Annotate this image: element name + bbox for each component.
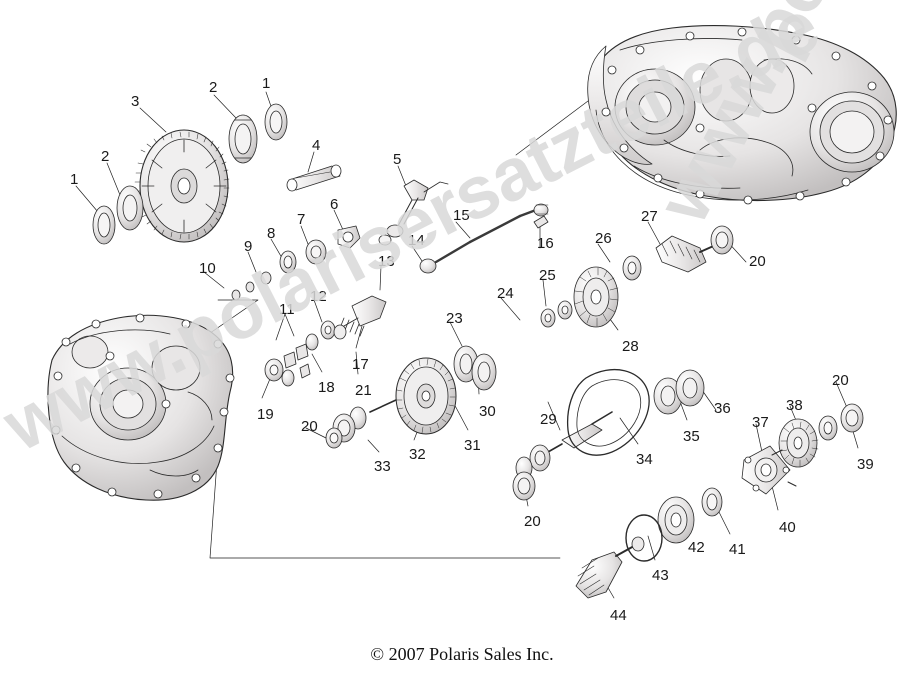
callout-35: 35	[683, 428, 700, 445]
callout-41: 41	[729, 541, 746, 558]
callout-15: 15	[453, 207, 470, 224]
copyright-notice: © 2007 Polaris Sales Inc.	[370, 644, 554, 664]
callout-9: 9	[244, 238, 253, 255]
callout-13: 13	[378, 253, 395, 270]
callout-3: 3	[131, 93, 140, 110]
callout-7: 7	[297, 211, 306, 228]
callout-2-top: 2	[209, 79, 218, 96]
callout-44: 44	[610, 607, 627, 624]
callout-20-right: 20	[749, 253, 766, 270]
callout-20-left: 20	[301, 418, 318, 435]
callout-16: 16	[537, 235, 554, 252]
callout-31: 31	[464, 437, 481, 454]
callout-30: 30	[479, 403, 496, 420]
callout-28: 28	[622, 338, 639, 355]
callout-32: 32	[409, 446, 426, 463]
callout-43: 43	[652, 567, 669, 584]
callout-33: 33	[374, 458, 391, 475]
callout-14: 14	[408, 232, 425, 249]
callout-37: 37	[752, 414, 769, 431]
callout-38: 38	[786, 397, 803, 414]
callout-2-left: 2	[101, 148, 110, 165]
callout-25: 25	[539, 267, 556, 284]
callout-24: 24	[497, 285, 514, 302]
callout-26: 26	[595, 230, 612, 247]
callout-20-bottom: 20	[524, 513, 541, 530]
callout-40: 40	[779, 519, 796, 536]
callout-42: 42	[688, 539, 705, 556]
callout-20-far-right: 20	[832, 372, 849, 389]
callout-6: 6	[330, 196, 339, 213]
callout-39: 39	[857, 456, 874, 473]
callout-19: 19	[257, 406, 274, 423]
callout-29: 29	[540, 411, 557, 428]
callout-12: 12	[310, 288, 327, 305]
callout-11: 11	[279, 301, 295, 318]
callout-17: 17	[352, 356, 369, 373]
callout-36: 36	[714, 400, 731, 417]
callout-18: 18	[318, 379, 335, 396]
callout-23: 23	[446, 310, 463, 327]
callout-10: 10	[199, 260, 216, 277]
callout-34: 34	[636, 451, 653, 468]
callout-4: 4	[312, 137, 321, 154]
callout-21: 21	[355, 382, 372, 399]
callout-8: 8	[267, 225, 276, 242]
callout-27: 27	[641, 208, 658, 225]
callout-5: 5	[393, 151, 402, 168]
callout-1-top: 1	[262, 75, 271, 92]
callout-1-left: 1	[70, 171, 79, 188]
